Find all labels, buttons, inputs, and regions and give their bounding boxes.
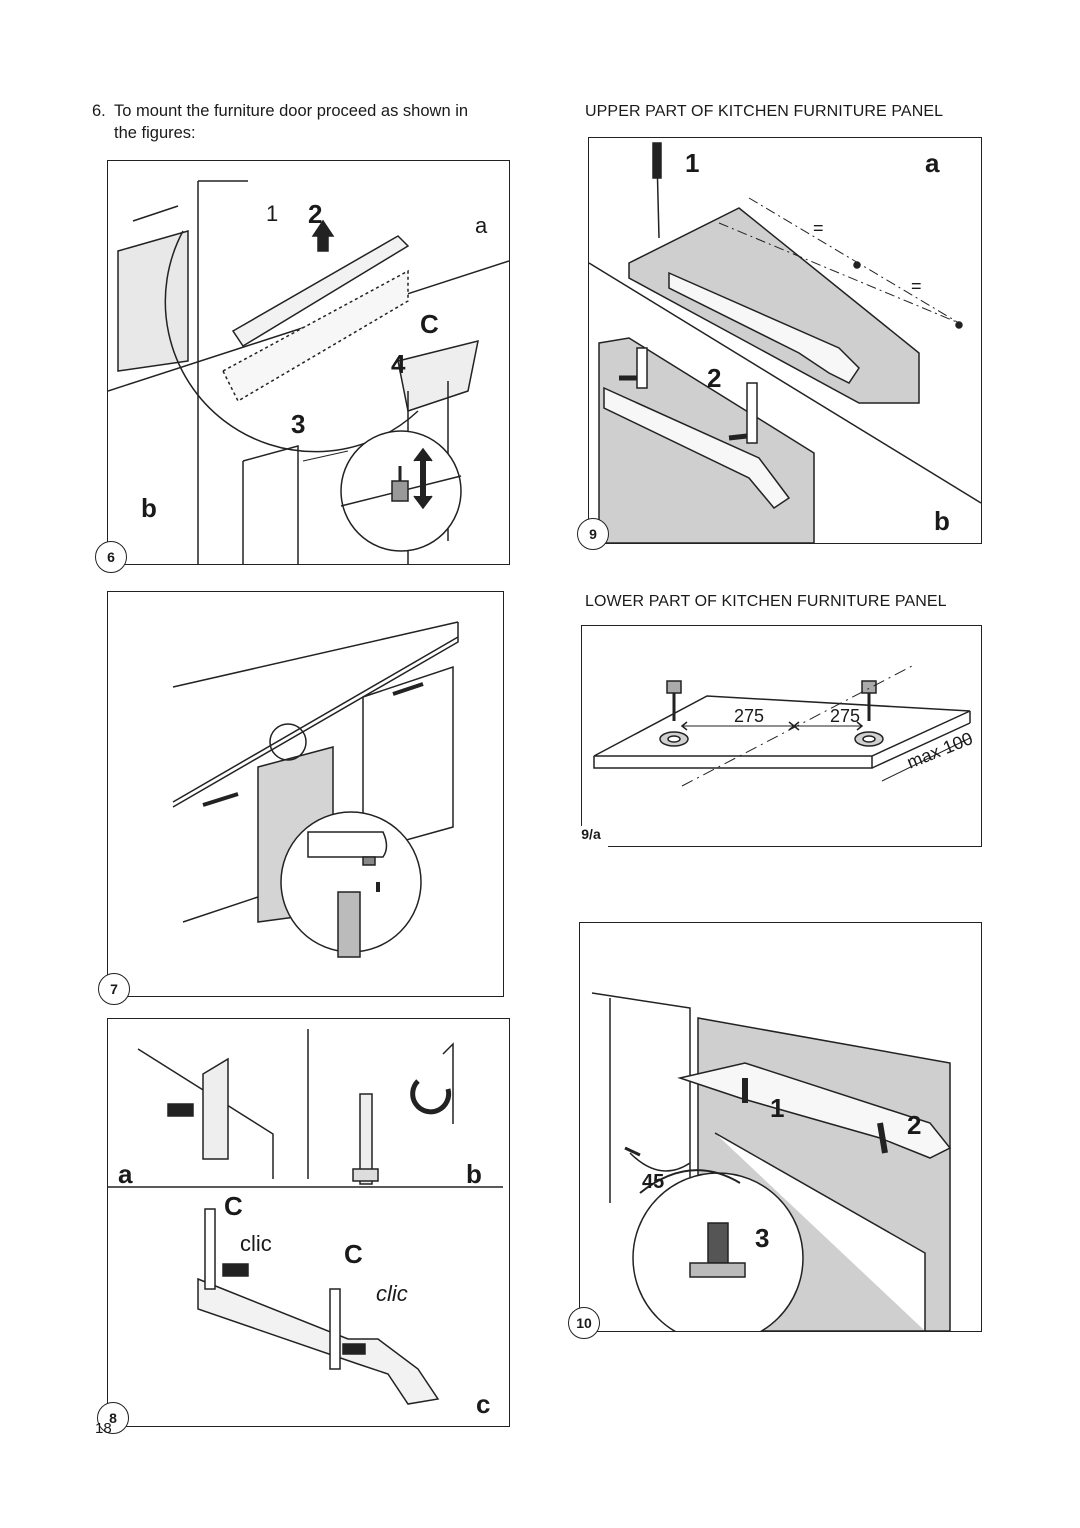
fig10-label-step1: 1 (770, 1093, 785, 1123)
figure-9-drawing (589, 142, 981, 543)
fig6-label-step4: 4 (391, 349, 406, 379)
figure-6-drawing (108, 180, 509, 564)
figure-6: 1 2 a C 4 3 b (107, 160, 510, 565)
fig10-label-step2: 2 (907, 1110, 922, 1140)
figure-10: 45 1 2 3 (579, 922, 982, 1332)
fig9-label-eq2: = (911, 276, 922, 296)
fig10-label-angle: 45 (642, 1171, 665, 1193)
instruction-text: 6. To mount the furniture door proceed as… (92, 100, 524, 144)
fig6-label-C: C (420, 309, 439, 339)
fig9-label-step1: 1 (685, 148, 700, 178)
figure-7-drawing (172, 621, 459, 958)
caption-lower-panel: LOWER PART OF KITCHEN FURNITURE PANEL (585, 593, 947, 610)
fig6-label-b: b (141, 493, 157, 523)
fig8-label-clic2: clic (376, 1281, 408, 1306)
figure-8-drawing (108, 1029, 503, 1405)
fig9-label-b: b (934, 506, 950, 536)
fig6-label-step3: 3 (291, 409, 306, 439)
fig8-label-C2: C (344, 1239, 363, 1269)
figure-9: 1 a = = 2 b (588, 137, 982, 544)
figure-10-drawing (591, 992, 952, 1331)
fig9-label-a: a (925, 148, 940, 178)
fig7-badge: 7 (98, 973, 130, 1005)
figure-7 (107, 591, 504, 997)
fig9a-label-dim1: 275 (734, 706, 765, 726)
fig9-badge: 9 (577, 518, 609, 550)
fig6-label-step2: 2 (308, 199, 323, 229)
fig6-label-step1: 1 (266, 201, 279, 226)
fig6-badge: 6 (95, 541, 127, 573)
page-number: 18 (95, 1420, 112, 1437)
caption-upper-panel: UPPER PART OF KITCHEN FURNITURE PANEL (585, 103, 944, 120)
fig10-label-step3: 3 (755, 1223, 770, 1253)
figure-9a-drawing (593, 665, 971, 787)
fig9-label-step2: 2 (707, 363, 722, 393)
instruction-line2: the figures: (114, 124, 196, 142)
fig9a-badge: 9/a (574, 826, 608, 848)
fig8-label-a: a (118, 1159, 133, 1189)
fig8-label-c: c (476, 1389, 491, 1419)
fig6-label-a: a (475, 213, 488, 238)
instruction-number: 6. (92, 102, 106, 120)
fig10-badge: 10 (568, 1307, 600, 1339)
fig8-badge: 8 (97, 1402, 129, 1434)
fig9a-label-dim2: 275 (830, 706, 861, 726)
fig8-label-b: b (466, 1159, 482, 1189)
fig9-label-eq1: = (813, 218, 824, 238)
figure-8: a b C clic C clic c (107, 1018, 510, 1427)
fig8-label-C1: C (224, 1191, 243, 1221)
fig8-label-clic1: clic (240, 1231, 272, 1256)
instruction-line1: To mount the furniture door proceed as s… (114, 102, 469, 120)
figure-9a: 275 275 max 100 (581, 625, 982, 847)
